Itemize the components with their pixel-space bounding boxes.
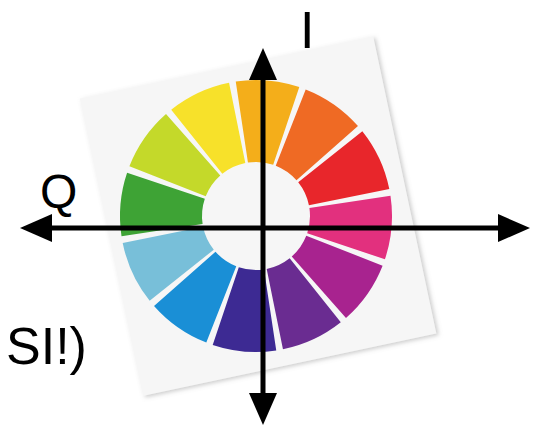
card-backdrop	[80, 36, 437, 396]
axis-line	[45, 226, 505, 231]
arrow-head	[498, 214, 530, 242]
wheel-segment	[171, 83, 245, 174]
arrow-head	[20, 214, 52, 242]
partial-caption: SI!)	[6, 320, 87, 372]
axis-line	[261, 70, 266, 400]
wheel-segment	[123, 227, 214, 301]
arrow-head	[249, 393, 277, 425]
axis-label: I	[300, 4, 314, 56]
wheel-segment	[267, 258, 341, 349]
wheel-segment	[276, 89, 358, 180]
iq-axes	[20, 48, 530, 425]
color-wheel	[120, 80, 392, 352]
axis-label: Q	[40, 168, 77, 216]
arrow-head	[249, 48, 277, 80]
